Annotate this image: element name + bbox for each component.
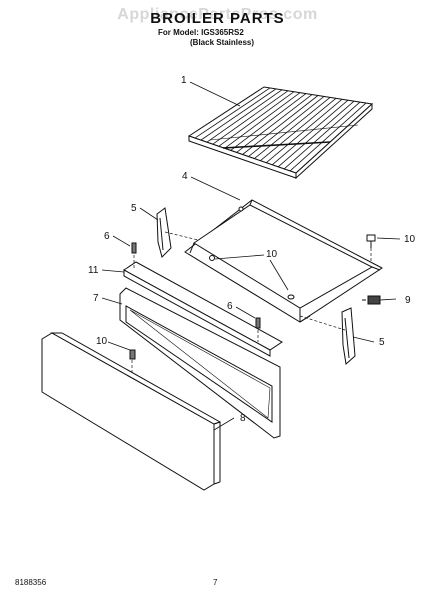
drawer-handle bbox=[123, 261, 283, 357]
callout-11: 11 bbox=[88, 265, 99, 276]
callout-labels: 1 4 5 6 10 11 7 6 9 10 5 8 bbox=[88, 75, 411, 424]
drawer-front-panel bbox=[41, 332, 222, 491]
callout-9: 9 bbox=[405, 295, 411, 306]
broiler-pan bbox=[184, 199, 383, 323]
callout-10b: 10 bbox=[96, 336, 108, 347]
grid-wire bbox=[254, 97, 331, 159]
broiler-grid bbox=[187, 86, 374, 180]
callout-1: 1 bbox=[181, 75, 187, 86]
grid-wire bbox=[224, 92, 301, 149]
grid-wire bbox=[206, 89, 283, 143]
grid-wire bbox=[283, 101, 361, 170]
grid-wire bbox=[212, 90, 289, 145]
page-number: 7 bbox=[213, 578, 218, 587]
page-title: BROILER PARTS bbox=[150, 10, 285, 27]
grid-wire bbox=[289, 102, 367, 172]
color-line: (Black Stainless) bbox=[190, 38, 255, 47]
grid-wire bbox=[271, 99, 349, 166]
model-line: For Model: IGS365RS2 bbox=[158, 28, 244, 37]
grid-wire bbox=[200, 88, 277, 141]
grid-wire bbox=[218, 91, 295, 147]
callout-8: 8 bbox=[240, 413, 246, 424]
document-number: 8188356 bbox=[15, 578, 47, 587]
callout-5a: 5 bbox=[131, 203, 137, 214]
callout-5b: 5 bbox=[379, 337, 385, 348]
callout-4: 4 bbox=[182, 171, 188, 182]
grid-wire bbox=[194, 87, 271, 139]
callout-6a: 6 bbox=[104, 231, 110, 242]
grid-wire bbox=[236, 94, 313, 153]
callout-10c: 10 bbox=[404, 234, 416, 245]
callout-7: 7 bbox=[93, 293, 99, 304]
callout-6b: 6 bbox=[227, 301, 233, 312]
grid-wire bbox=[277, 100, 355, 168]
grid-wire bbox=[266, 98, 343, 164]
watermark: AppliancePartsPros.com bbox=[117, 6, 318, 23]
callout-10a: 10 bbox=[266, 249, 278, 260]
grid-wire bbox=[260, 98, 337, 161]
model-info: For Model: IGS365RS2 (Black Stainless) bbox=[158, 28, 254, 48]
screw bbox=[131, 242, 261, 329]
rivet bbox=[129, 234, 376, 360]
pan-support-bracket bbox=[156, 207, 356, 365]
drawer-glide bbox=[362, 295, 381, 305]
grid-wire bbox=[242, 95, 319, 155]
drawer-frame bbox=[119, 287, 281, 439]
grid-wire bbox=[230, 93, 307, 151]
